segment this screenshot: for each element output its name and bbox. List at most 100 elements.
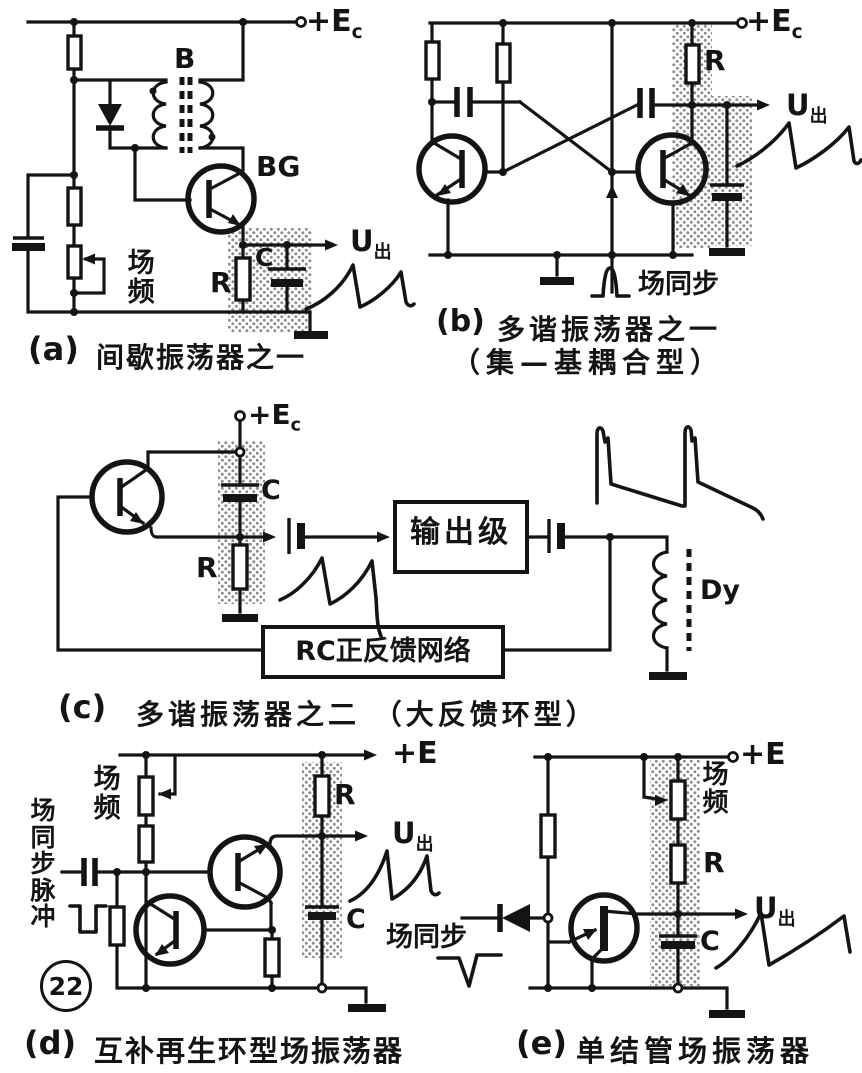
sawtooth-waveform [714,911,852,970]
capacitor-label-e: C [700,926,720,957]
caption-d: 互补再生环型场振荡器 [94,1034,405,1068]
ground-symbol [294,331,328,339]
caption-index-c: (c) [58,688,107,726]
supply-label-c: +Ec [248,398,301,436]
transistor-leads [207,169,245,227]
supply-label-b: +Ec [746,4,803,43]
supply-label-e: +E [740,737,786,772]
output-label-e: U出 [754,891,796,930]
resistor [263,937,281,978]
signal-arrow-icon [377,531,390,543]
coupling-capacitor-plates [454,87,655,118]
circuit-e [436,751,852,1018]
junction-dots [544,753,682,992]
transformer-label: B [174,42,196,75]
caption-b-line2: （集—基耦合型） [452,346,725,379]
connector-node [672,982,684,994]
supply-terminal [736,17,748,29]
ground-symbol [540,277,574,285]
resistor [66,186,83,227]
diode-icon [98,104,122,126]
field-sync-label-b: 场同步 [638,269,719,300]
resistor-label-b: R [704,44,726,77]
supply-terminal [727,751,739,763]
emitter-arrow-icon [155,944,169,956]
ground-symbol [709,248,745,256]
circuit-c [56,410,765,680]
coupling-capacitor-plates [81,858,98,886]
resistor-R [234,256,252,302]
resistor [108,905,126,947]
transistor-body [89,459,165,535]
caption-index-d: (d) [24,1024,77,1062]
feedback-network-label: RC正反馈网络 [295,636,471,667]
sawtooth-waveform [348,849,441,903]
transistor-body [133,893,207,967]
wiring [460,755,742,1010]
resistor-R [684,43,701,85]
supply-label-a: +Ec [306,4,363,43]
connector-node [234,446,246,458]
resistor [424,40,441,81]
circuit-d [60,749,441,1012]
junction-dots [70,18,291,316]
emitter-arrow-icon [583,929,597,940]
signal-arrow-icon [263,531,276,543]
flyback-pulse-waveform [595,425,765,521]
caption-b-line1: 多谐振荡器之一 [497,313,722,346]
transistor-base-bars [459,150,666,188]
winding-polarity-dot [208,133,216,141]
transistor-leads [146,844,269,957]
ground-symbol [348,1004,386,1012]
supply-terminal [295,16,307,28]
feedback-network-box [261,625,505,679]
capacitor-label-d: C [346,904,366,935]
output-label-b: U出 [786,88,828,127]
resistor-R [669,843,687,885]
caption-c: 多谐振荡器之二 （大反馈环型） [136,698,598,731]
resistor [495,42,512,84]
output-arrow-icon [355,830,368,842]
junction-dots [428,19,731,259]
potentiometer [669,779,687,821]
figure-number-badge: 22 [40,960,92,1012]
potentiometer [137,775,155,817]
resistor-label-e: R [703,846,725,879]
output-label-a: U出 [350,224,392,263]
emitter-arrow-icon [130,512,144,524]
circuit-b [416,17,862,298]
transistor-body [635,132,709,206]
emitter-arrow-icon [676,184,690,196]
output-stage-label: 输出级 [410,515,512,550]
ground-symbol [649,672,687,680]
sawtooth-waveform [304,263,416,311]
resistor [539,813,557,859]
transistor-base-bars [173,853,241,949]
emitter-arrow-icon [254,844,268,855]
resistor-R [313,774,331,818]
resistor-label-c: R [196,551,218,584]
transistor-leads [431,140,693,198]
caption-index-b: (b) [436,304,485,339]
output-arrow-icon [757,99,770,111]
junction-dot [236,533,244,541]
capacitor-plate [12,243,303,287]
supply-terminal [234,410,246,422]
unijunction-transistor-body [568,892,640,964]
ground-symbol [709,1010,745,1018]
sawtooth-waveform [735,121,862,170]
resistor-label-a: R [210,266,232,299]
sync-pulse-waveform [68,904,108,934]
ground-symbol [222,614,258,622]
output-arrow-icon [735,908,748,920]
field-freq-label-a: 场频 [127,248,155,308]
connector-node [316,982,328,994]
caption-a: 间歇振荡器之一 [96,341,307,374]
pot-wiper-arrow-icon [655,795,668,806]
halftone-region [706,96,752,246]
transformer-core [179,77,193,153]
caption-index-e: (e) [516,1024,567,1062]
field-sync-label-e: 场同步 [386,922,467,953]
junction-dot [606,533,614,541]
